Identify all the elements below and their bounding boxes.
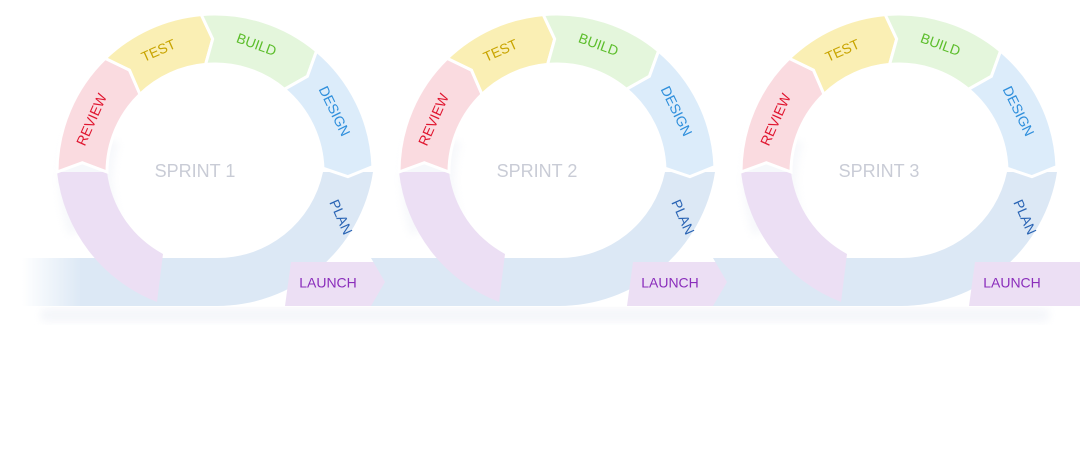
launch-label: LAUNCH <box>299 275 357 291</box>
launch-chevron <box>969 262 1080 306</box>
launch-label: LAUNCH <box>983 275 1041 291</box>
design-segment <box>281 48 375 179</box>
design-segment <box>965 48 1059 179</box>
purple-quadrant <box>399 172 505 302</box>
sprint-title: SPRINT 1 <box>155 161 236 181</box>
launch-chevron <box>627 262 739 306</box>
band-fade <box>22 258 82 306</box>
purple-quadrant <box>57 172 163 302</box>
sprint-title: SPRINT 3 <box>839 161 920 181</box>
purple-quadrant <box>741 172 847 302</box>
launch-chevron <box>285 262 397 306</box>
sprint-title: SPRINT 2 <box>497 161 578 181</box>
launch-label: LAUNCH <box>641 275 699 291</box>
design-segment <box>623 48 717 179</box>
band-shadow <box>40 308 1050 322</box>
